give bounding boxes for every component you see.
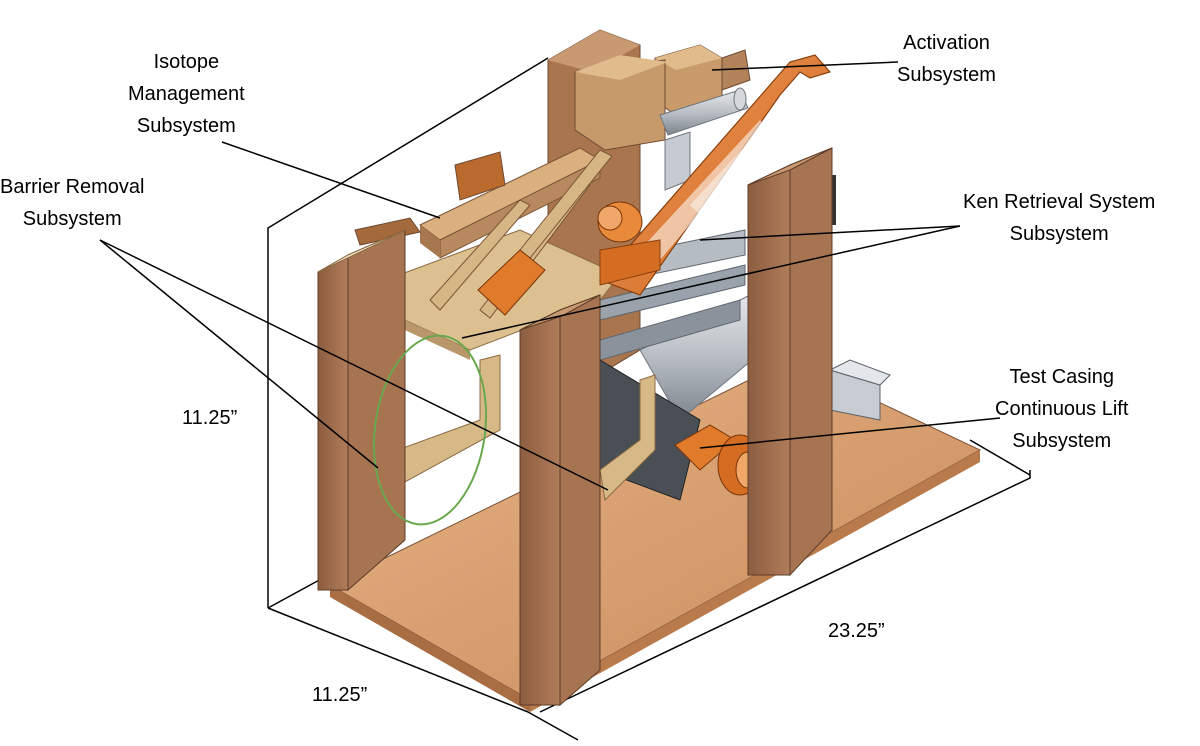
dimension-height: 11.25” — [182, 407, 238, 429]
retrieval-arm — [598, 54, 832, 296]
front-middle-post — [519, 294, 601, 707]
control-box — [828, 359, 891, 421]
activation-cylinder — [659, 87, 749, 191]
bounding-box — [267, 57, 1031, 741]
label-barrier-removal: Barrier Removal Subsystem — [0, 176, 145, 230]
leader-lines — [99, 61, 1001, 491]
label-isotope-management: Isotope Management Subsystem — [128, 51, 245, 137]
isotope-beam — [354, 147, 602, 259]
label-ken-retrieval: Ken Retrieval System Subsystem — [963, 191, 1156, 245]
label-activation: Activation Subsystem — [897, 32, 996, 86]
label-test-casing: Test Casing Continuous Lift Subsystem — [995, 366, 1129, 452]
highlight-ring — [372, 334, 488, 526]
front-right-post — [747, 147, 833, 577]
dimension-depth: 11.25” — [312, 684, 368, 706]
dimension-width: 23.25” — [828, 620, 885, 642]
front-left-post — [317, 229, 406, 592]
activation-block — [574, 44, 751, 151]
